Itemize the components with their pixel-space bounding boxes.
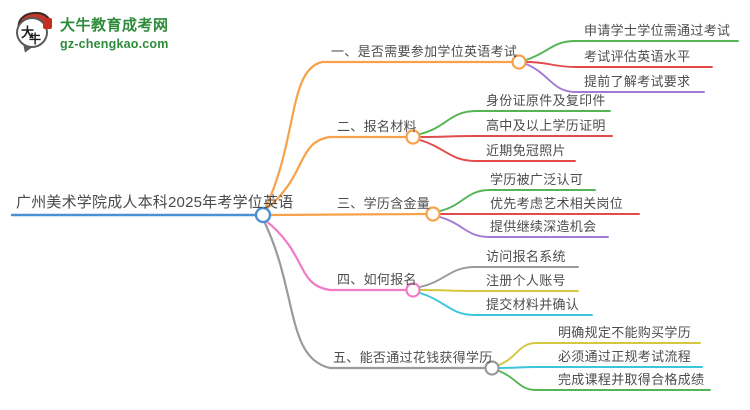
mindmap-branch-5[interactable]: 五、能否通过花钱获得学历 xyxy=(333,350,493,365)
branch-2-node-circle[interactable] xyxy=(405,129,421,145)
branch-4-child-3-connector xyxy=(419,292,593,316)
branch-4-child-2-connector xyxy=(419,289,579,292)
logo-site-domain: gz-chengkao.com xyxy=(60,36,169,51)
branch-3-node-circle[interactable] xyxy=(425,206,441,222)
branch-2-connector xyxy=(263,135,408,212)
branch-4-child-1-connector xyxy=(419,266,579,288)
mindmap-branch-4-child-1[interactable]: 访问报名系统 xyxy=(486,249,566,264)
branch-1-child-1-connector xyxy=(525,40,739,61)
branch-5-child-2-connector xyxy=(498,366,703,369)
mindmap-branch-3-child-1[interactable]: 学历被广泛认可 xyxy=(490,172,584,187)
branch-4-connector xyxy=(263,218,408,292)
mindmap-branch-2[interactable]: 二、报名材料 xyxy=(337,119,417,134)
logo-text-block: 大牛教育成考网 gz-chengkao.com xyxy=(60,14,169,51)
branch-3-child-3-connector xyxy=(439,216,609,238)
logo-mark-char-1: 大 xyxy=(21,25,35,40)
branch-5-child-1-connector xyxy=(498,342,701,366)
branch-1-child-2-connector xyxy=(525,61,713,68)
mindmap-branch-2-child-3[interactable]: 近期免冠照片 xyxy=(486,143,566,158)
branch-3-connector xyxy=(268,212,428,217)
mindmap-branch-4[interactable]: 四、如何报名 xyxy=(337,272,417,287)
mindmap-branch-2-child-2[interactable]: 高中及以上学历证明 xyxy=(486,118,606,133)
mindmap-branch-4-child-2[interactable]: 注册个人账号 xyxy=(486,273,566,288)
logo-speech-bubble-shape xyxy=(16,17,48,48)
mindmap-branch-3[interactable]: 三、学历含金量 xyxy=(337,196,431,211)
branch-2-child-2-connector xyxy=(419,135,613,138)
branch-5-connector xyxy=(262,219,487,370)
site-logo[interactable]: 大 牛 大牛教育成考网 gz-chengkao.com xyxy=(14,10,169,55)
logo-site-title: 大牛教育成考网 xyxy=(60,16,169,34)
mindmap-branch-3-child-2[interactable]: 优先考虑艺术相关岗位 xyxy=(490,196,624,211)
mindmap-branch-2-child-1[interactable]: 身份证原件及复印件 xyxy=(486,93,606,108)
mindmap-branch-1[interactable]: 一、是否需要参加学位英语考试 xyxy=(331,44,518,59)
mindmap-branch-3-child-3[interactable]: 提供继续深造机会 xyxy=(490,219,597,234)
branch-5-child-3-connector xyxy=(498,370,711,391)
branch-2-child-1-connector xyxy=(419,110,611,135)
branch-1-node-circle[interactable] xyxy=(511,54,527,70)
mindmap-branch-4-child-3[interactable]: 提交材料并确认 xyxy=(486,297,580,312)
mindmap-branch-1-child-2[interactable]: 考试评估英语水平 xyxy=(584,49,691,64)
mindmap-branch-5-child-3[interactable]: 完成课程并取得合格成绩 xyxy=(558,372,705,387)
mindmap-root-node[interactable]: 广州美术学院成人本科2025年考学位英语 xyxy=(16,194,294,211)
mindmap-branch-5-child-1[interactable]: 明确规定不能购买学历 xyxy=(558,325,692,340)
branch-1-connector xyxy=(263,60,514,211)
branch-5-node-circle[interactable] xyxy=(484,360,500,376)
logo-mark-char-2: 牛 xyxy=(29,32,42,46)
branch-4-node-circle[interactable] xyxy=(405,282,421,298)
logo-red-seal-icon xyxy=(43,18,52,29)
mindmap-branch-5-child-2[interactable]: 必须通过正规考试流程 xyxy=(558,349,692,364)
branch-1-child-3-connector xyxy=(525,63,705,93)
branch-3-child-1-connector xyxy=(439,189,596,212)
root-node-circle[interactable] xyxy=(254,206,272,224)
mindmap-branch-1-child-3[interactable]: 提前了解考试要求 xyxy=(584,74,691,89)
daniu-logo-mark-icon: 大 牛 xyxy=(14,10,52,55)
branch-2-child-3-connector xyxy=(419,139,576,162)
mindmap-branch-1-child-1[interactable]: 申请学士学位需通过考试 xyxy=(584,23,731,38)
